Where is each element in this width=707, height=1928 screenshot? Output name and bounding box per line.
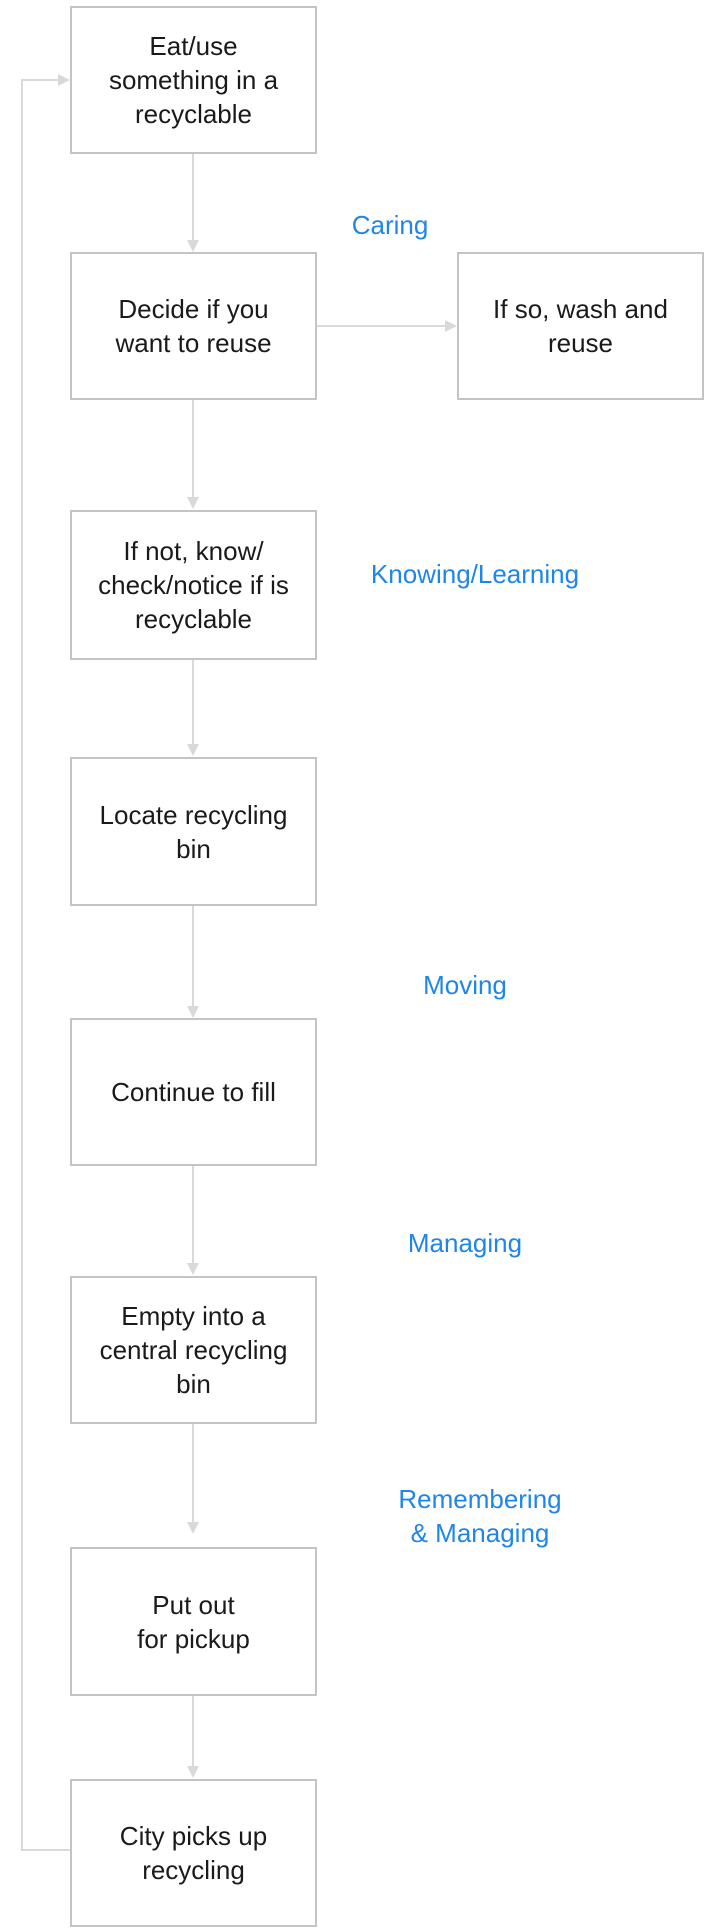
phase-label-caring: Caring: [351, 210, 429, 240]
step-empty-central-bin: Empty into a central recycling bin: [70, 1276, 317, 1424]
phase-label-managing: Managing: [407, 1228, 523, 1258]
step-decide-reuse: Decide if you want to reuse: [70, 252, 317, 400]
step-put-out-pickup: Put out for pickup: [70, 1547, 317, 1696]
phase-label-remembering-managing: Remembering & Managing: [398, 1484, 562, 1548]
phase-label-knowing-learning: Knowing/Learning: [370, 559, 580, 589]
step-locate-bin: Locate recycling bin: [70, 757, 317, 906]
step-city-picks-up: City picks up recycling: [70, 1779, 317, 1927]
step-eat-use-recyclable: Eat/use something in a recyclable: [70, 6, 317, 154]
step-check-recyclable: If not, know/ check/notice if is recycla…: [70, 510, 317, 660]
step-wash-and-reuse: If so, wash and reuse: [457, 252, 704, 400]
step-continue-fill: Continue to fill: [70, 1018, 317, 1166]
arrow-loop-back-to-start: [21, 74, 70, 1851]
phase-label-moving: Moving: [423, 970, 507, 1000]
